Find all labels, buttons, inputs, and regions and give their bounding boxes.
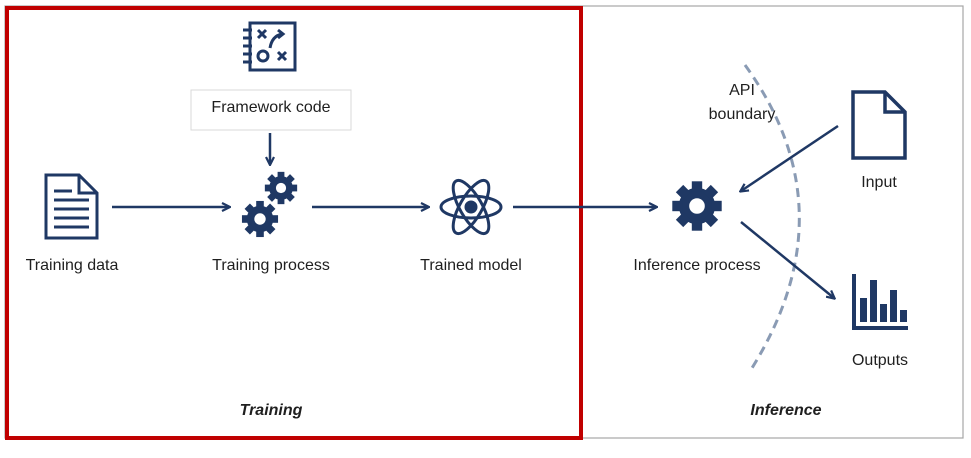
outer-frame [4,5,964,439]
arrow-inference-to-outputs [740,221,834,298]
arrow-input-to-inference [741,124,839,191]
api-boundary-label-line2: boundary [708,106,776,123]
training-process-icon [241,171,298,238]
inference-process-icon [672,181,722,231]
training-region-border [5,6,583,440]
outputs-label: Outputs [851,352,909,369]
api-boundary-label-line1: API [729,82,755,99]
training-data-icon [44,173,99,240]
trained-model-icon [439,178,503,236]
training-process-label: Training process [212,257,330,274]
training-section-title: Training [239,402,303,419]
framework-code-label: Framework code [211,99,331,116]
framework-code-icon [243,21,297,72]
outputs-icon [852,274,908,330]
framework-code-box [190,89,352,131]
training-data-label: Training data [25,257,119,274]
api-boundary-line [743,64,801,369]
input-icon [851,90,907,160]
input-label: Input [861,174,897,191]
inference-section-title: Inference [750,402,822,419]
inference-process-label: Inference process [633,257,761,274]
trained-model-label: Trained model [420,257,522,274]
